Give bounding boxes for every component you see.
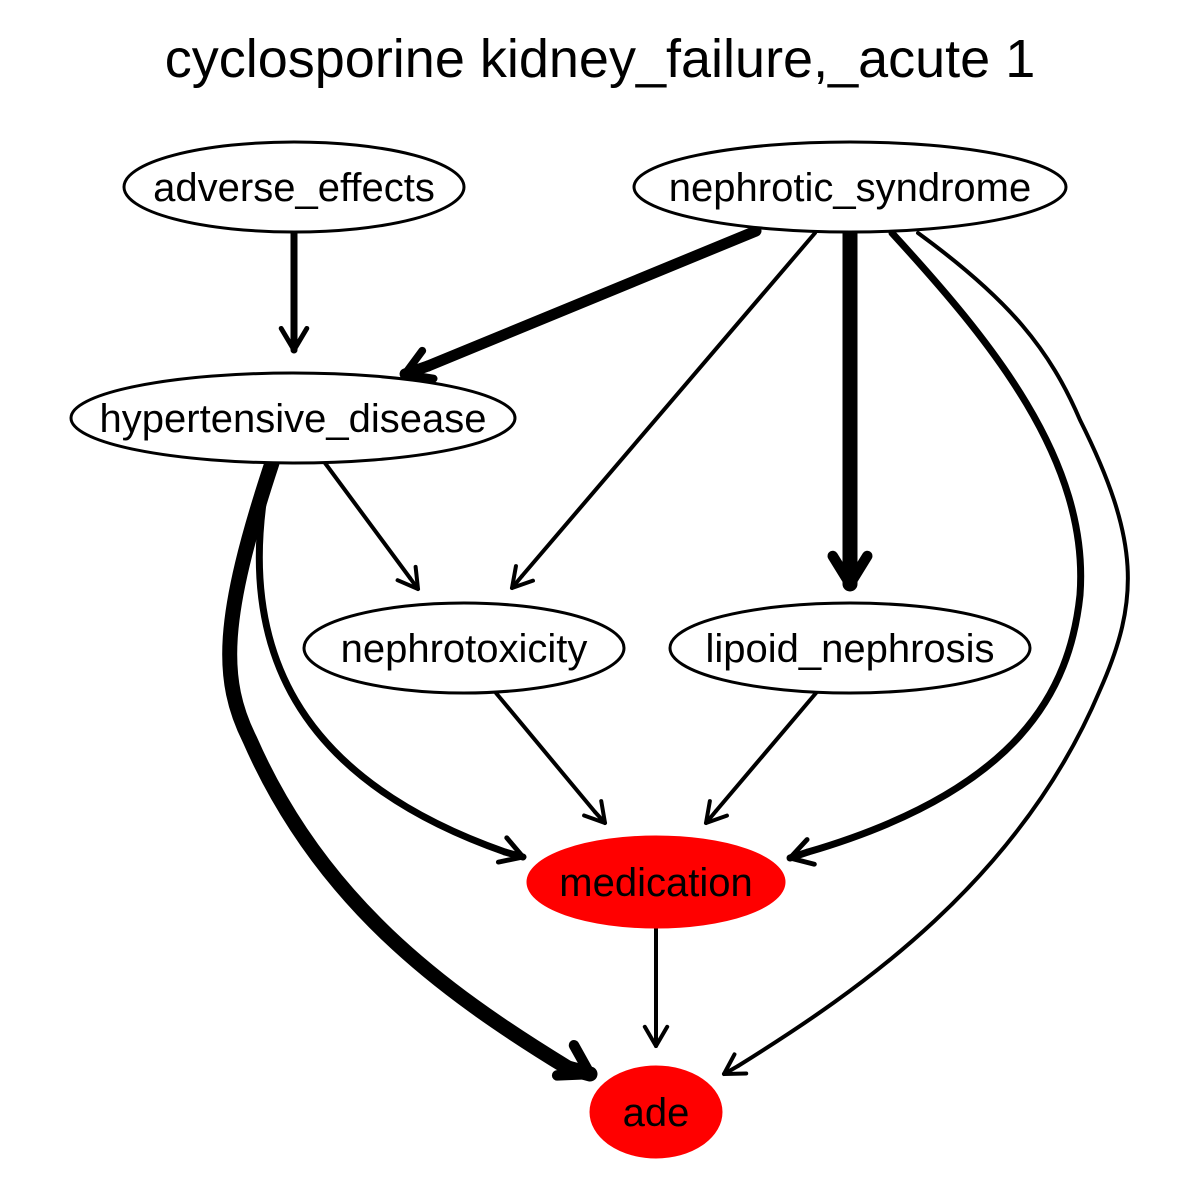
edge-line [255, 459, 509, 856]
edge-line-end [786, 848, 812, 862]
node-label: nephrotic_syndrome [669, 166, 1031, 210]
edge-adverse_effects-to-hypertensive_disease [278, 229, 310, 354]
edge-medication-to-ade [642, 926, 670, 1048]
edge-line-end [704, 809, 718, 825]
edge-line [804, 229, 1085, 856]
edge-line [422, 225, 762, 372]
edge-nephrotoxicity-to-medication [494, 691, 607, 825]
edge-line-end [593, 810, 607, 825]
node-ellipse [668, 601, 1032, 695]
edge-line [323, 461, 412, 580]
edge-hypertensive_disease-to-nephrotoxicity [323, 461, 420, 591]
node-ellipse [526, 835, 786, 929]
edge-line-end [501, 848, 527, 861]
edge-line [736, 231, 1130, 1068]
edge-line-end [399, 360, 434, 380]
node-ellipse [589, 1065, 723, 1159]
edge-line [714, 691, 818, 813]
edge-line-end [560, 1060, 598, 1082]
node-label: medication [559, 861, 752, 905]
node-medication: medication [526, 835, 786, 929]
diagram-title: cyclosporine kidney_failure,_acute 1 [164, 29, 1036, 89]
edge-line-end [408, 576, 420, 591]
edge-line [222, 455, 576, 1076]
edge-line [494, 691, 597, 814]
node-ellipse [122, 140, 466, 234]
edge-hypertensive_disease-to-medication [255, 459, 527, 865]
node-label: lipoid_nephrosis [705, 627, 994, 671]
edge-nephrotic_syndrome-to-lipoid_nephrosis [827, 225, 873, 592]
node-label: adverse_effects [153, 166, 435, 210]
edge-nephrotic_syndrome-to-nephrotoxicity [510, 231, 817, 590]
edge-line-end [510, 574, 524, 590]
node-nephrotic_syndrome: nephrotic_syndrome [632, 140, 1068, 234]
node-adverse_effects: adverse_effects [122, 140, 466, 234]
edge-lipoid_nephrosis-to-medication [704, 691, 818, 825]
edge-line-end [722, 1064, 740, 1076]
node-ellipse [632, 140, 1068, 234]
node-lipoid_nephrosis: lipoid_nephrosis [668, 601, 1032, 695]
node-ellipse [69, 371, 517, 465]
edge-nephrotic_syndrome-to-hypertensive_disease [399, 225, 762, 383]
edge-nephrotic_syndrome-to-ade [722, 231, 1130, 1076]
edge-hypertensive_disease-to-ade [222, 455, 598, 1082]
node-label: ade [623, 1091, 690, 1135]
edge-nephrotic_syndrome-to-medication [786, 229, 1085, 867]
node-label: hypertensive_disease [100, 397, 487, 441]
node-hypertensive_disease: hypertensive_disease [69, 371, 517, 465]
node-ade: ade [589, 1065, 723, 1159]
node-nephrotoxicity: nephrotoxicity [302, 601, 626, 695]
edge-line [520, 231, 817, 578]
node-ellipse [302, 601, 626, 695]
node-label: nephrotoxicity [341, 627, 588, 671]
